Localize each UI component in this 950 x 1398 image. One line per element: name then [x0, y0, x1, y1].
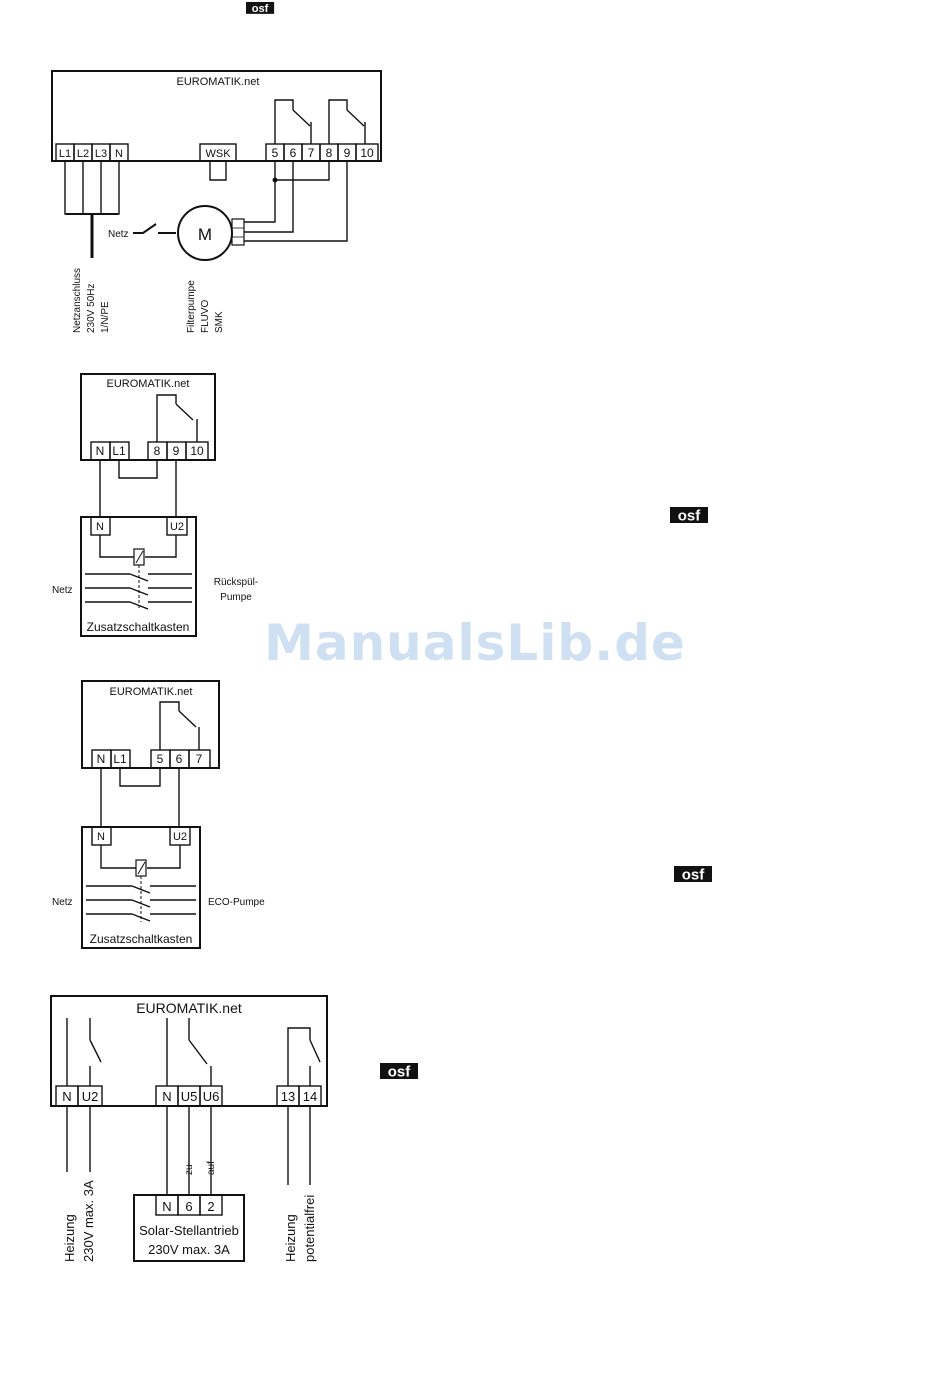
terminal-7: 7 — [308, 146, 315, 160]
motor-symbol: M — [198, 225, 212, 244]
terminal-U5: U5 — [181, 1089, 198, 1104]
heating1-label-2: 230V max. 3A — [81, 1180, 96, 1262]
terminal-U2: U2 — [82, 1089, 99, 1104]
diagram-4-heating-solar: EUROMATIK.net N U2 N U5 U6 13 14 — [50, 995, 328, 1262]
terminal-N: N — [97, 752, 106, 766]
controller-title: EUROMATIK.net — [177, 76, 260, 88]
terminal-7: 7 — [196, 752, 203, 766]
terminal-L1: L1 — [113, 752, 127, 766]
heating1-label-1: Heizung — [62, 1214, 77, 1262]
box-terminal-U2: U2 — [173, 831, 187, 843]
solar-label-1: Solar-Stellantrieb — [139, 1223, 239, 1238]
terminal-14: 14 — [303, 1089, 317, 1104]
diagram-1-filter-pump: EUROMATIK.net L1 L2 L3 N WSK 5 6 7 8 9 1… — [51, 70, 382, 333]
pump-label-3: SMK — [214, 311, 225, 333]
box-terminal-N: N — [97, 831, 105, 843]
supply-label-2: 230V 50Hz — [86, 284, 97, 333]
netz-label: Netz — [52, 897, 73, 908]
box-terminal-U2: U2 — [170, 521, 184, 533]
terminal-10: 10 — [360, 146, 374, 160]
terminal-13: 13 — [281, 1089, 295, 1104]
diagram-2-backwash-pump: EUROMATIK.net N L1 8 9 10 N U2 — [52, 373, 258, 637]
terminal-8: 8 — [326, 146, 333, 160]
terminal-U6: U6 — [203, 1089, 220, 1104]
box-terminal-N: N — [96, 521, 104, 533]
pump-label-1: Filterpumpe — [186, 280, 197, 333]
terminal-N: N — [115, 148, 123, 160]
terminal-5: 5 — [157, 752, 164, 766]
wire-label-zu: zu — [184, 1164, 195, 1175]
supply-label-3: 1/N/PE — [100, 301, 111, 333]
solar-terminal-6: 6 — [185, 1199, 192, 1214]
pump-label-1: Rückspül- — [214, 577, 258, 588]
diagram-3-eco-pump: EUROMATIK.net N L1 5 6 7 N U2 — [52, 680, 265, 949]
solar-terminal-2: 2 — [207, 1199, 214, 1214]
terminal-WSK: WSK — [205, 148, 231, 160]
controller-title: EUROMATIK.net — [110, 686, 193, 698]
terminal-N: N — [96, 444, 105, 458]
wire-label-auf: auf — [206, 1161, 217, 1175]
terminal-L3: L3 — [95, 148, 107, 160]
netz-label: Netz — [108, 229, 129, 240]
terminal-L1: L1 — [112, 444, 126, 458]
box-label: Zusatzschaltkasten — [87, 620, 190, 634]
terminal-N-solar: N — [162, 1089, 171, 1104]
terminal-8: 8 — [154, 444, 161, 458]
osf-logo-2 — [670, 507, 708, 525]
watermark: ManualsLib.de — [264, 614, 686, 672]
terminal-6: 6 — [176, 752, 183, 766]
terminal-6: 6 — [290, 146, 297, 160]
controller-title: EUROMATIK.net — [136, 1000, 242, 1016]
box-label: Zusatzschaltkasten — [90, 932, 193, 946]
osf-logo-top — [246, 2, 275, 15]
terminal-10: 10 — [190, 444, 204, 458]
terminal-L2: L2 — [77, 148, 89, 160]
osf-logo-3 — [674, 866, 712, 884]
netz-label: Netz — [52, 585, 73, 596]
heating2-label-1: Heizung — [283, 1214, 298, 1262]
controller-title: EUROMATIK.net — [107, 378, 190, 390]
pump-label-2: FLUVO — [200, 299, 211, 333]
heating2-label-2: potentialfrei — [302, 1195, 317, 1262]
terminal-9: 9 — [344, 146, 351, 160]
terminal-L1: L1 — [59, 148, 71, 160]
osf-logo-4 — [380, 1063, 418, 1081]
supply-label-1: Netzanschluss — [72, 268, 83, 333]
terminal-N-heating: N — [62, 1089, 71, 1104]
pump-label: ECO-Pumpe — [208, 897, 265, 908]
terminal-5: 5 — [272, 146, 279, 160]
solar-label-2: 230V max. 3A — [148, 1242, 230, 1257]
pump-label-2: Pumpe — [220, 592, 252, 603]
terminal-9: 9 — [173, 444, 180, 458]
solar-terminal-N: N — [162, 1199, 171, 1214]
